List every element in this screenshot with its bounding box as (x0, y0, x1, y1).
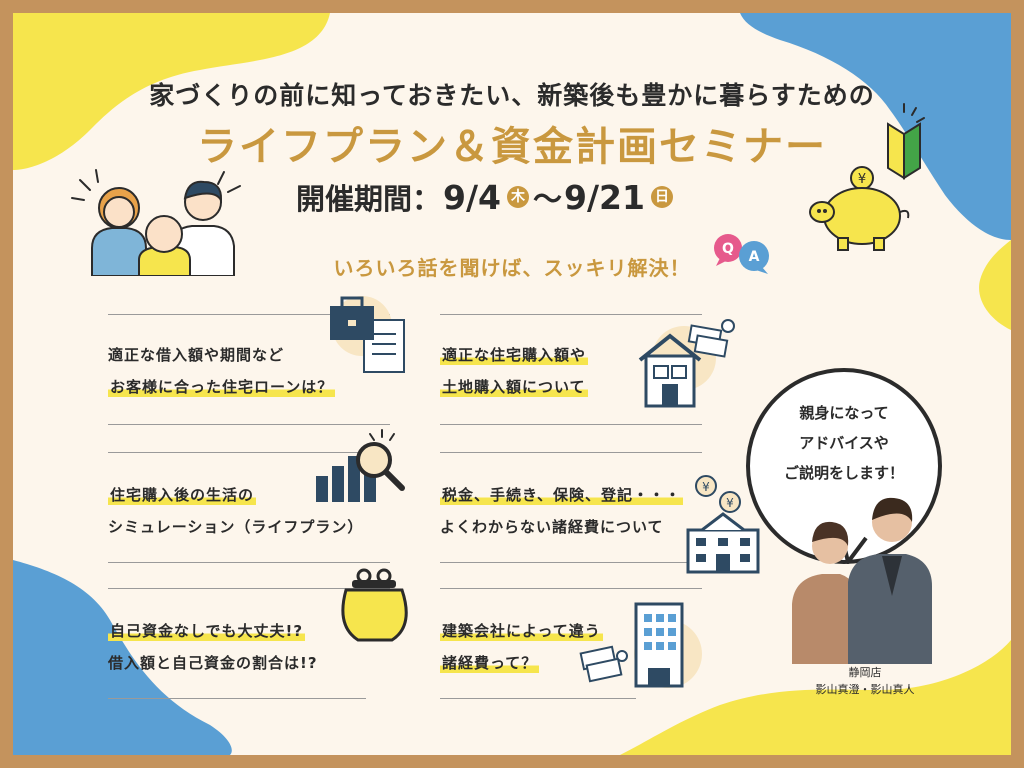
bottom-right-yellow-blob (620, 640, 1011, 755)
period-start-date: 9/4 (443, 177, 501, 217)
topic-line-highlight: 住宅購入後の生活の (108, 484, 257, 505)
divider-right-1 (440, 314, 702, 315)
period-label: 開催期間： (296, 182, 442, 216)
divider-left-5 (108, 588, 390, 589)
topic-loan: 適正な借入額や期間など お客様に合った住宅ローンは？ (108, 344, 336, 398)
divider-left-2 (108, 424, 390, 425)
topic-line: よくわからない諸経費について (440, 518, 664, 536)
topic-own-funds: 自己資金なしでも大丈夫!? 借入額と自己資金の割合は!? (108, 620, 318, 674)
qa-q-letter: Q (722, 241, 734, 257)
headline: 家づくりの前に知っておきたい、新築後も豊かに暮らすための (149, 81, 875, 110)
topic-line-highlight: 土地購入額について (440, 376, 588, 397)
divider-right-5 (440, 588, 702, 589)
topic-line: シミュレーション（ライフプラン） (108, 518, 364, 536)
topic-line: 借入額と自己資金の割合は!? (108, 654, 318, 672)
coin-purse-icon (341, 568, 408, 642)
tower-money-icon (579, 602, 702, 688)
topic-line: 適正な借入額や期間など (108, 346, 285, 364)
topic-purchase-amount: 適正な住宅購入額や 土地購入額について (440, 344, 589, 398)
tagline: いろいろ話を聞けば、スッキリ解決！ (333, 256, 691, 280)
bottom-left-blue-blob (13, 560, 232, 755)
divider-left-4 (108, 562, 390, 563)
speech-line: ご説明をします！ (783, 464, 904, 482)
right-yellow-blob (979, 240, 1011, 330)
speech-line: アドバイスや (799, 434, 889, 452)
staff-photo (792, 497, 932, 664)
staff-store: 静岡店 (848, 666, 882, 679)
house-money-icon (638, 319, 735, 408)
topic-builder-costs: 建築会社によって違う 諸経費って？ (440, 620, 603, 674)
divider-left-1 (108, 314, 390, 315)
qa-icon: Q A (714, 234, 769, 274)
briefcase-document-icon (330, 296, 405, 373)
divider-right-3 (440, 452, 702, 453)
speech-line: 親身になって (799, 404, 889, 422)
svg-text:¥: ¥ (858, 172, 866, 187)
family-illustration (71, 169, 241, 276)
svg-text:¥: ¥ (702, 480, 710, 494)
staff-names: 影山真澄・影山真人 (815, 683, 915, 696)
bar-chart-magnifier-icon (316, 429, 405, 502)
topic-line-highlight: 諸経費って？ (440, 652, 540, 673)
piggy-bank-icon: ¥ (809, 166, 910, 251)
speech-bubble-text: 親身になって アドバイスや ご説明をします！ (746, 398, 942, 488)
period-separator: 〜 (533, 182, 563, 216)
divider-right-6 (440, 698, 636, 699)
svg-text:¥: ¥ (726, 496, 734, 510)
divider-right-2 (440, 424, 702, 425)
topic-line-highlight: お客様に合った住宅ローンは？ (108, 376, 336, 397)
period-start-day: 木 (507, 186, 529, 208)
qa-a-letter: A (749, 249, 760, 265)
seminar-title: ライフプラン＆資金計画セミナー (197, 124, 827, 170)
divider-left-6 (108, 698, 366, 699)
topic-line-highlight: 適正な住宅購入額や (440, 344, 589, 365)
period-end-day: 日 (650, 186, 673, 208)
topic-line-highlight: 税金、手続き、保険、登記・・・ (440, 484, 683, 505)
building-coins-icon: ¥ ¥ (686, 475, 760, 574)
event-period: 開催期間： 9/4 木 〜 9/21 日 (296, 176, 677, 218)
topic-line-highlight: 自己資金なしでも大丈夫!? (108, 620, 306, 641)
divider-left-3 (108, 452, 390, 453)
staff-caption: 静岡店 影山真澄・影山真人 (790, 664, 940, 698)
period-end-date: 9/21 (564, 177, 645, 217)
topic-expenses: 税金、手続き、保険、登記・・・ よくわからない諸経費について (440, 484, 683, 538)
divider-right-4 (440, 562, 702, 563)
top-right-blue-blob (740, 13, 1011, 240)
topic-life-plan: 住宅購入後の生活の シミュレーション（ライフプラン） (108, 484, 363, 538)
beginner-mark-icon (887, 103, 925, 180)
top-left-yellow-blob (13, 13, 330, 170)
topic-line-highlight: 建築会社によって違う (440, 620, 603, 641)
